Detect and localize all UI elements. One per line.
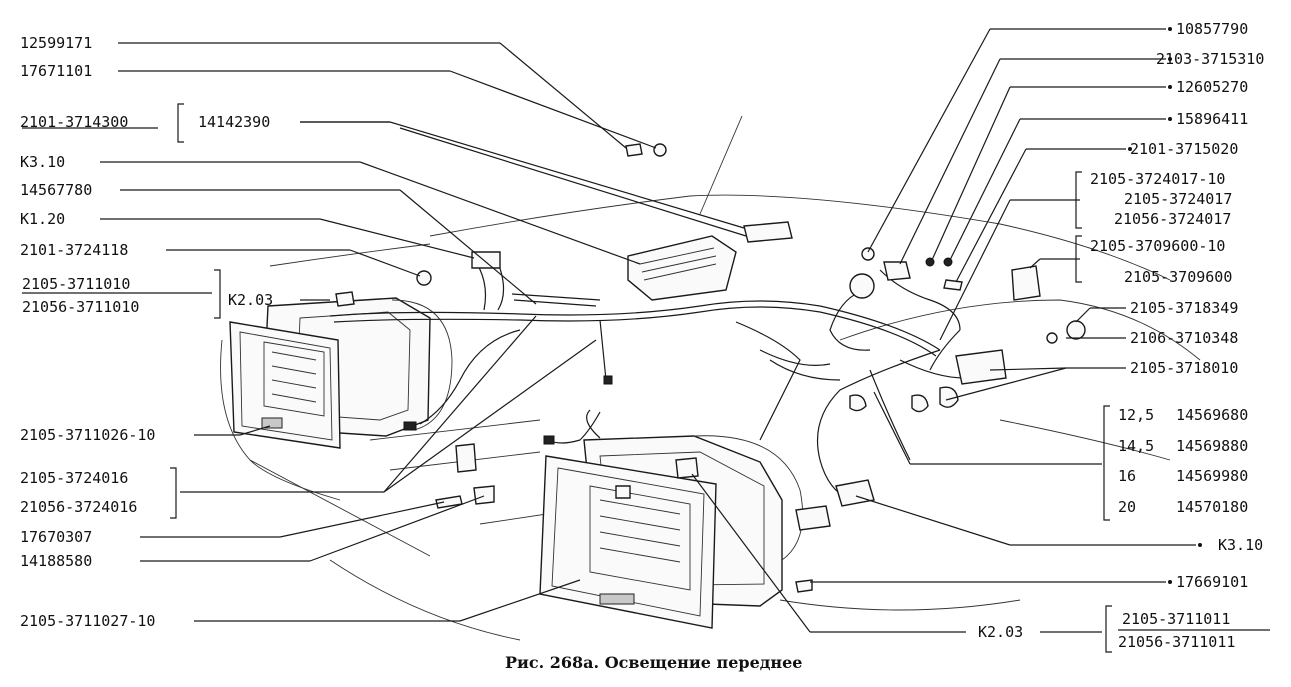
brackets bbox=[22, 103, 1270, 653]
label-14569980: 14569980 bbox=[1176, 467, 1248, 485]
label-k2-03-right: К2.03 bbox=[978, 623, 1023, 641]
label-21056-3711011: 21056-3711011 bbox=[1118, 633, 1235, 651]
label-14567780: 14567780 bbox=[20, 181, 92, 199]
label-2105-3711011: 2105-3711011 bbox=[1122, 610, 1230, 628]
label-21056-3711010: 21056-3711010 bbox=[22, 298, 139, 316]
label-2105-3711027-10: 2105-3711027-10 bbox=[20, 612, 155, 630]
label-12599171: 12599171 bbox=[20, 34, 92, 52]
label-15896411: 15896411 bbox=[1176, 110, 1248, 128]
label-k3-10-right: К3.10 bbox=[1218, 536, 1263, 554]
label-k3-10-left: К3.10 bbox=[20, 153, 65, 171]
label-2105-3711026-10: 2105-3711026-10 bbox=[20, 426, 155, 444]
label-21056-3724016: 21056-3724016 bbox=[20, 498, 137, 516]
label-2103-3715310: 2103-3715310 bbox=[1156, 50, 1264, 68]
label-2101-3714300: 2101-3714300 bbox=[20, 113, 128, 131]
label-2105-3724016: 2105-3724016 bbox=[20, 469, 128, 487]
label-14142390: 14142390 bbox=[198, 113, 270, 131]
label-len-12-5: 12,5 bbox=[1118, 406, 1154, 424]
wiring-harness bbox=[329, 255, 1001, 501]
leader-lines bbox=[100, 27, 1202, 633]
label-14569680: 14569680 bbox=[1176, 406, 1248, 424]
label-2105-3718010: 2105-3718010 bbox=[1130, 359, 1238, 377]
label-17669101: 17669101 bbox=[1176, 573, 1248, 591]
label-2105-3724017: 2105-3724017 bbox=[1124, 190, 1232, 208]
label-12605270: 12605270 bbox=[1176, 78, 1248, 96]
figure-caption: Рис. 268а. Освещение переднее bbox=[505, 653, 802, 672]
label-14188580: 14188580 bbox=[20, 552, 92, 570]
label-len-14-5: 14,5 bbox=[1118, 437, 1154, 455]
label-2101-3724118: 2101-3724118 bbox=[20, 241, 128, 259]
right-labels: 10857790 2103-3715310 12605270 15896411 … bbox=[978, 20, 1264, 651]
right-headlight bbox=[539, 435, 804, 629]
label-10857790: 10857790 bbox=[1176, 20, 1248, 38]
left-headlight bbox=[229, 297, 453, 449]
label-2105-3711010: 2105-3711010 bbox=[22, 275, 130, 293]
label-17671101: 17671101 bbox=[20, 62, 92, 80]
label-len-20: 20 bbox=[1118, 498, 1136, 516]
label-2105-3724017-10: 2105-3724017-10 bbox=[1090, 170, 1225, 188]
label-len-16: 16 bbox=[1118, 467, 1136, 485]
label-2105-3709600-10: 2105-3709600-10 bbox=[1090, 237, 1225, 255]
label-21056-3724017: 21056-3724017 bbox=[1114, 210, 1231, 228]
label-14570180: 14570180 bbox=[1176, 498, 1248, 516]
label-k2-03-left: К2.03 bbox=[228, 291, 273, 309]
label-17670307: 17670307 bbox=[20, 528, 92, 546]
label-14569880: 14569880 bbox=[1176, 437, 1248, 455]
label-2105-3718349: 2105-3718349 bbox=[1130, 299, 1238, 317]
label-2101-3715020: 2101-3715020 bbox=[1130, 140, 1238, 158]
left-labels: 12599171 17671101 2101-3714300 14142390 … bbox=[20, 34, 273, 630]
components bbox=[335, 143, 1086, 593]
label-k1-20: К1.20 bbox=[20, 210, 65, 228]
label-2105-3709600: 2105-3709600 bbox=[1124, 268, 1232, 286]
label-2106-3710348: 2106-3710348 bbox=[1130, 329, 1238, 347]
car-body-outline bbox=[220, 115, 1201, 641]
